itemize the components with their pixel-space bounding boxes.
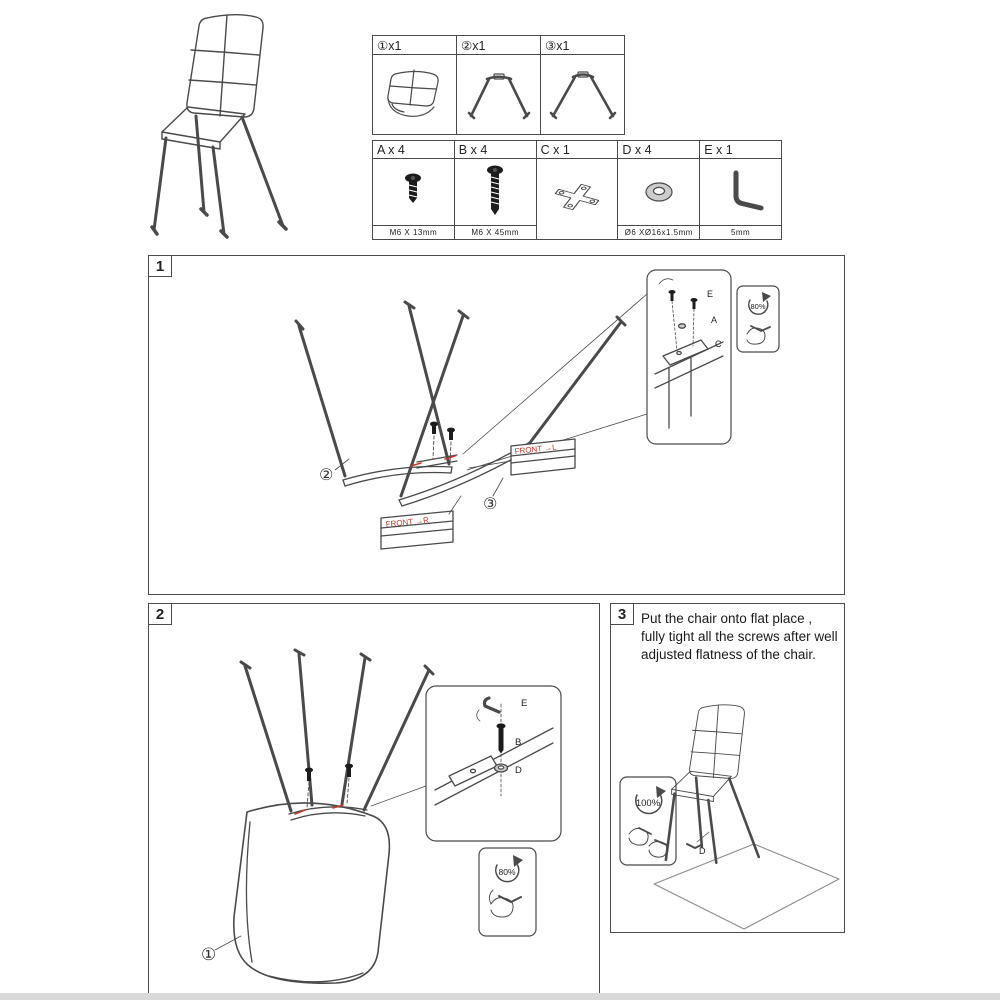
front-left-plate: FRONT →L — [468, 438, 576, 476]
front-right-plate: FRONT →R — [380, 495, 462, 550]
parts-list-box: ①x1 ②x1 — [372, 35, 625, 135]
inset-label-e: E — [521, 698, 527, 709]
torque-100-text: 100% — [636, 798, 661, 809]
step-2-number: 2 — [149, 604, 172, 625]
part-3-label: ③x1 — [541, 36, 624, 55]
page-footer-strip — [0, 993, 1000, 1000]
torque-80-text: 80% — [750, 302, 765, 311]
step-3-instruction: Put the chair onto flat place , fully ti… — [641, 611, 838, 662]
allen-key-e-inset-icon — [482, 696, 501, 714]
screws-a-dropping-icon — [430, 421, 455, 440]
hardware-b-figure — [455, 159, 536, 225]
assembled-chair-drawing — [150, 14, 288, 239]
screw-b-inset-icon — [496, 723, 506, 754]
hardware-c-cell: C x 1 — [536, 141, 619, 239]
cross-plate-c-icon — [554, 183, 600, 211]
torque-80-icon: 80% — [478, 847, 537, 937]
step-3-number: 3 — [611, 604, 634, 625]
torque-80-text: 80% — [498, 867, 515, 877]
leg-frame-2-icon — [467, 72, 530, 119]
floor-mat-outline — [653, 843, 840, 930]
hardware-b-label: B x 4 — [454, 141, 536, 159]
hardware-e-figure — [700, 159, 781, 225]
hardware-a-cell: A x 4 M6 X 13mm — [373, 141, 455, 239]
step-3-panel: 3 Put the chair onto flat place , fully … — [610, 603, 845, 933]
part-3-figure — [541, 55, 624, 134]
hardware-e-cell: E x 1 5mm — [700, 141, 781, 239]
hardware-e-spec: 5mm — [700, 225, 781, 239]
part-1-callout: ① — [201, 945, 216, 964]
inset-label-b: B — [515, 737, 521, 748]
step-1-panel: 1 — [148, 255, 845, 595]
leg-frame-3-icon — [549, 70, 616, 119]
hand-wrench-icon — [750, 325, 771, 332]
step-1-drawing: FRONT →L FRONT →R ② ③ — [294, 269, 780, 550]
inset-label-c: C — [715, 339, 722, 349]
allen-key-e-icon — [733, 170, 764, 211]
hardware-a-label: A x 4 — [373, 141, 454, 159]
front-mark-red — [410, 455, 456, 467]
seat-part-icon — [386, 68, 439, 117]
part-2-cell: ②x1 — [457, 36, 541, 134]
hardware-e-label: E x 1 — [700, 141, 781, 159]
torque-100-icon: 100% — [619, 776, 677, 866]
part-1-cell: ①x1 — [373, 36, 457, 134]
hardware-d-figure — [618, 159, 699, 225]
front-left-text: FRONT →L — [514, 443, 557, 456]
torque-80-icon: 80% — [736, 285, 780, 353]
screws-b-dropping-icon — [305, 763, 353, 781]
hardware-a-spec: M6 X 13mm — [373, 225, 454, 239]
hardware-c-label: C x 1 — [536, 141, 618, 159]
screw-b-icon — [487, 165, 504, 215]
step-3-chair-drawing: D — [653, 704, 840, 930]
washer-d-icon — [645, 182, 673, 202]
chair-bolt-label-d: D — [699, 846, 706, 856]
hardware-d-cell: D x 4 Ø6 XØ16x1.5mm — [618, 141, 701, 239]
step-2-drawing: ① E B D — [201, 648, 562, 984]
small-wrench-icon — [686, 843, 702, 849]
screw-a-icon — [405, 173, 422, 203]
step-2-panel: 2 ① — [148, 603, 600, 995]
assembled-chair-figure — [150, 8, 345, 243]
hardware-list-box: A x 4 M6 X 13mm B x 4 — [372, 140, 782, 240]
inset-screws-icon — [668, 290, 698, 309]
part-1-figure — [373, 55, 456, 134]
hardware-b-spec: M6 X 45mm — [454, 225, 536, 239]
hardware-a-figure — [373, 159, 454, 225]
step-1-number: 1 — [149, 256, 172, 277]
hardware-c-figure — [537, 159, 618, 235]
hardware-d-label: D x 4 — [618, 141, 700, 159]
bracket-mark-red — [294, 804, 344, 815]
hardware-c-spec — [537, 235, 618, 239]
step-2-detail-inset: E B D — [425, 685, 562, 842]
part-3-cell: ③x1 — [541, 36, 624, 134]
inset-label-a: A — [711, 315, 717, 325]
hand-wrench-icon — [498, 895, 522, 903]
hardware-d-spec: Ø6 XØ16x1.5mm — [618, 225, 700, 239]
hands-wrench-icon — [638, 827, 668, 846]
part-3-callout: ③ — [483, 496, 497, 513]
chair-on-mat-icon — [664, 704, 761, 865]
part-2-callout: ② — [319, 467, 333, 484]
part-2-label: ②x1 — [457, 36, 540, 55]
step-1-detail-inset: E A C — [646, 269, 732, 445]
hardware-b-cell: B x 4 M6 X 45mm — [454, 141, 537, 239]
part-2-figure — [457, 55, 540, 134]
inset-label-d: D — [515, 765, 522, 776]
inset-label-e: E — [707, 289, 713, 299]
part-1-label: ①x1 — [373, 36, 456, 55]
